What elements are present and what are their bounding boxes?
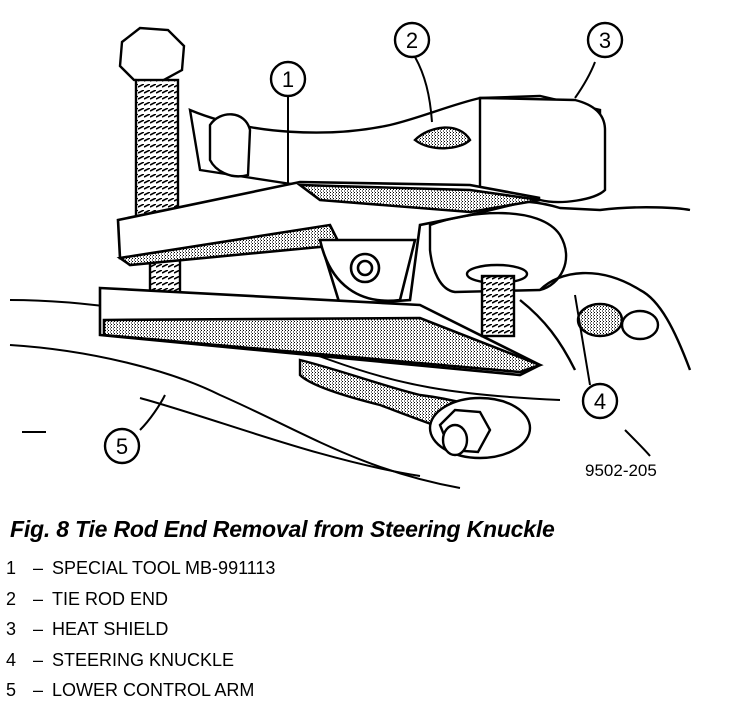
bushing-nut xyxy=(298,358,532,460)
callouts: 1 2 3 4 5 xyxy=(103,21,624,465)
tie-rod-end xyxy=(188,94,607,212)
figure-code: 9502-205 xyxy=(585,461,657,480)
tie-rod-removal-illustration: 1 2 3 4 5 9502-205 xyxy=(9,21,692,489)
svg-text:2: 2 xyxy=(406,28,418,53)
callout-leaders xyxy=(139,56,651,457)
callout-5: 5 xyxy=(103,427,141,465)
callout-3: 3 xyxy=(586,21,624,59)
callout-2: 2 xyxy=(393,21,431,59)
legend-item: 5–LOWER CONTROL ARM xyxy=(6,680,255,700)
special-tool xyxy=(98,180,544,377)
steering-knuckle xyxy=(419,199,692,371)
parts-legend: 1–SPECIAL TOOL MB-991113 2–TIE ROD END 3… xyxy=(6,553,275,706)
svg-text:5: 5 xyxy=(116,434,128,459)
svg-text:1: 1 xyxy=(282,67,294,92)
legend-item: 3–HEAT SHIELD xyxy=(6,619,169,639)
legend-item: 2–TIE ROD END xyxy=(6,588,169,609)
legend-item: 4–STEERING KNUCKLE xyxy=(6,649,235,670)
svg-text:3: 3 xyxy=(599,28,611,53)
figure-caption: Fig. 8 Tie Rod End Removal from Steering… xyxy=(10,516,555,542)
svg-text:4: 4 xyxy=(594,389,606,414)
callout-1: 1 xyxy=(269,60,307,98)
ball-stud xyxy=(465,263,529,338)
callout-4: 4 xyxy=(581,382,619,420)
legend-item: 1–SPECIAL TOOL MB-991113 xyxy=(6,558,276,578)
